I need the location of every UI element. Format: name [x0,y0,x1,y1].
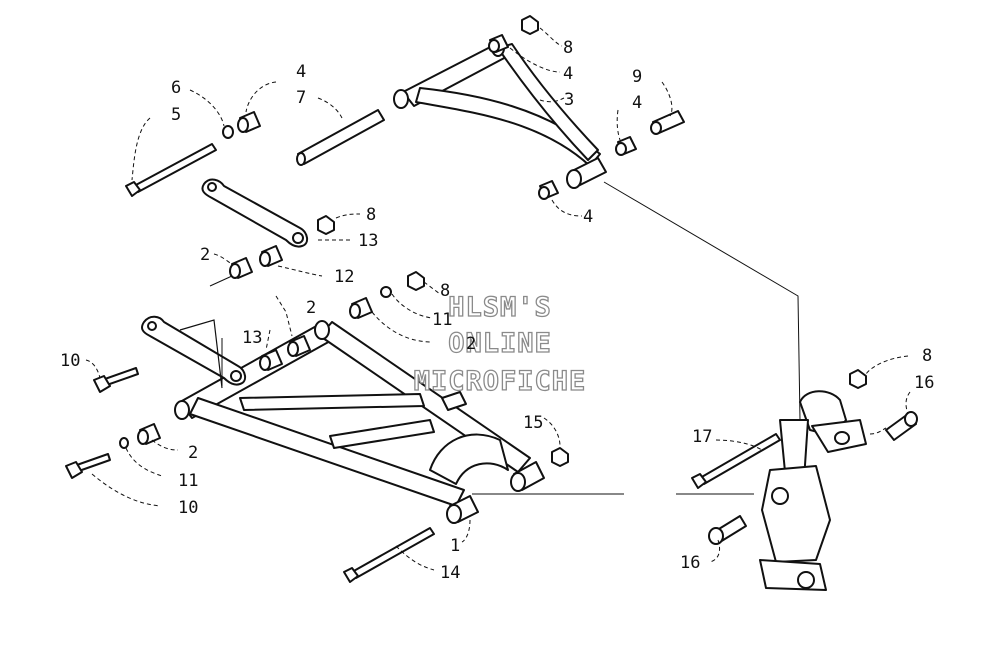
callout-8: 8 [563,38,573,58]
callout-2: 2 [200,245,210,265]
callout-1: 1 [450,536,460,556]
watermark-line-3: MICROFICHE [414,366,587,397]
upper-arm-hardware [125,15,685,200]
watermark-line-2: ONLINE [448,328,552,359]
watermark: HLSM'S ONLINE MICROFICHE [413,291,587,397]
callout-14: 14 [440,563,460,583]
callout-9: 9 [632,67,642,87]
callout-4: 4 [583,207,593,227]
callout-17: 17 [692,427,712,447]
lower-arm-hardware [65,271,569,583]
bushings-mid [229,245,283,279]
upper-a-arm [393,39,607,189]
callout-11: 11 [178,471,198,491]
callout-2: 2 [466,334,476,354]
callout-16: 16 [914,373,934,393]
watermark-line-1: HLSM'S [448,292,552,323]
callout-8: 8 [366,205,376,225]
callout-2: 2 [306,298,316,318]
leader-lines [85,27,911,571]
spindle-knuckle [691,369,918,591]
callout-5: 5 [171,105,181,125]
callout-4: 4 [563,64,573,84]
callout-15: 15 [523,413,543,433]
callout-4: 4 [296,62,306,82]
link-bar-lower [141,315,246,389]
callout-11: 11 [432,310,452,330]
callout-12: 12 [334,267,354,287]
callout-13: 13 [242,328,262,348]
callout-7: 7 [296,88,306,108]
callout-10: 10 [178,498,198,518]
callout-16: 16 [680,553,700,573]
link-bar-upper [201,178,335,248]
callout-labels: 8 4 3 9 4 4 6 5 4 7 8 13 2 12 8 11 2 2 1… [60,38,934,583]
callout-8: 8 [440,281,450,301]
callout-4: 4 [632,93,642,113]
callout-10: 10 [60,351,80,371]
callout-3: 3 [564,90,574,110]
callout-6: 6 [171,78,181,98]
callout-8: 8 [922,346,932,366]
connector-lines [209,181,801,495]
callout-13: 13 [358,231,378,251]
callout-2: 2 [188,443,198,463]
